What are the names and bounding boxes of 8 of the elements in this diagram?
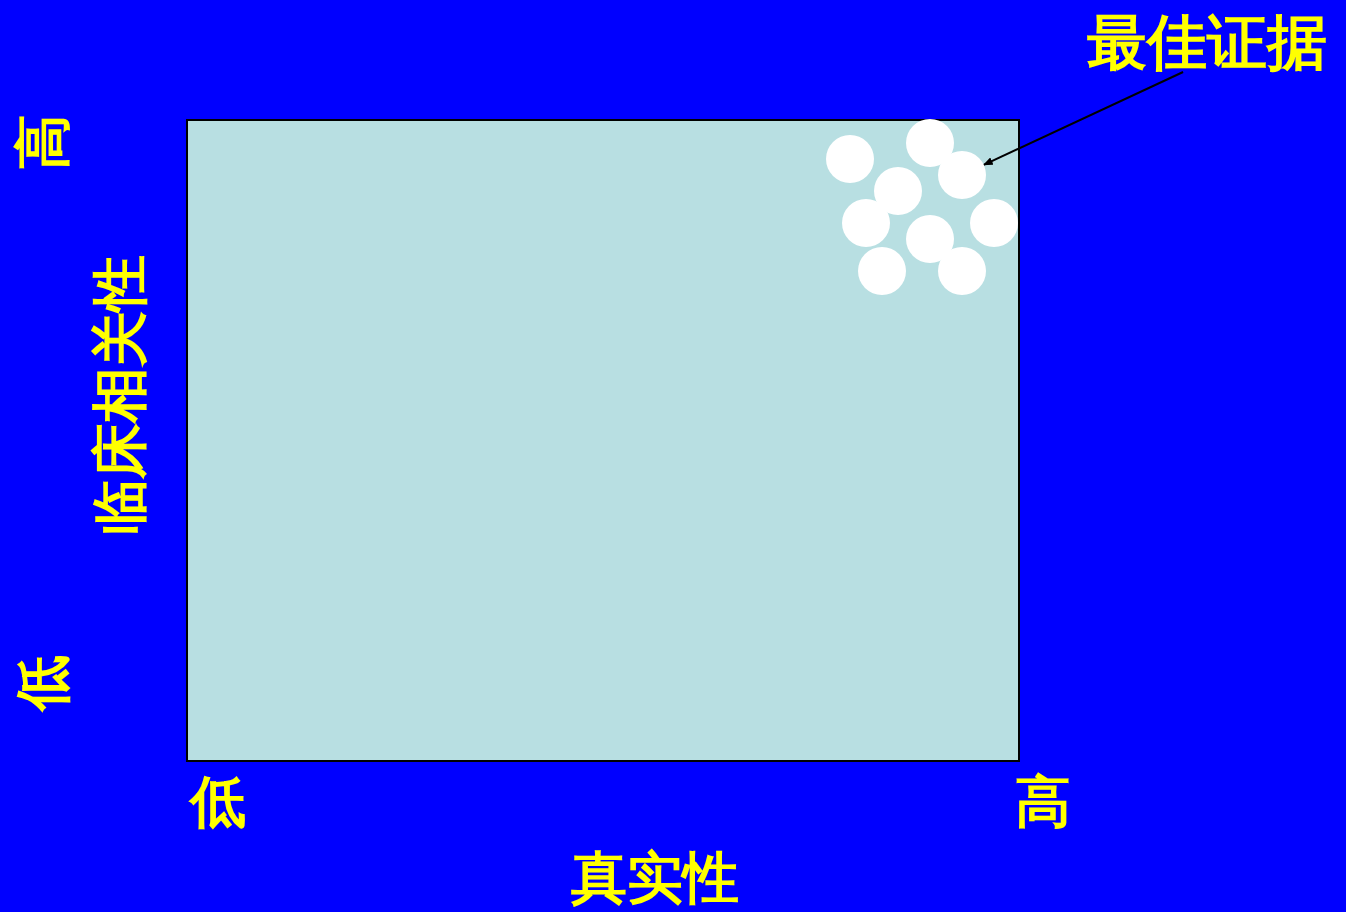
axis-end-label: 高 [1015, 774, 1071, 830]
leader-arrow [982, 71, 1185, 166]
callout-text: 最佳证据 [1087, 12, 1327, 72]
axis-title: 真实性 [571, 850, 739, 906]
axis-end-label: 低 [190, 774, 246, 830]
axis-title: 临床相关性 [92, 255, 148, 535]
axis-end-label: 低 [15, 655, 71, 711]
axis-end-label: 高 [15, 114, 71, 170]
